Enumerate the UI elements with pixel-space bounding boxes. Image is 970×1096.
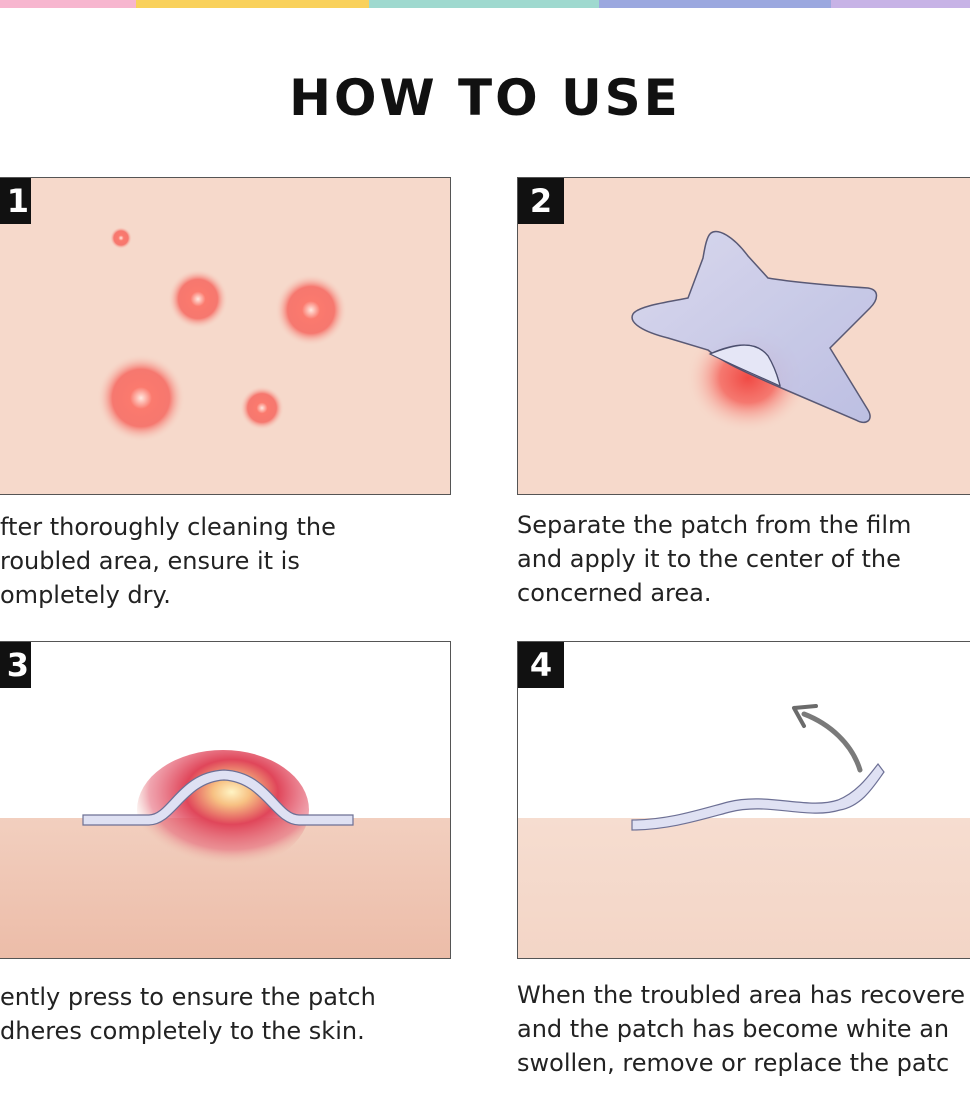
remove-arrow xyxy=(801,711,863,773)
arrow-head-icon xyxy=(792,704,818,728)
step-number-badge: 4 xyxy=(518,642,564,688)
patch-application-illustration xyxy=(631,230,878,433)
step-1-caption: fter thoroughly cleaning the roubled are… xyxy=(0,513,336,609)
peeled-patch xyxy=(631,763,885,831)
pimple-medium-right xyxy=(275,274,347,346)
pimple-tiny xyxy=(110,227,132,249)
page-title: HOW TO USE xyxy=(289,69,681,127)
patch-peel-flap xyxy=(708,344,781,388)
strip-segment-teal xyxy=(369,0,599,8)
star-patch xyxy=(631,230,878,424)
skin-layer xyxy=(518,818,970,958)
strip-segment-blue xyxy=(599,0,831,8)
step-3-illustration: 3 xyxy=(0,641,451,959)
step-2-illustration: 2 xyxy=(517,177,970,495)
patch-removal-illustration xyxy=(518,704,970,958)
inflamed-bump xyxy=(137,750,309,870)
strip-segment-pink xyxy=(0,0,136,8)
patch-film xyxy=(82,769,354,826)
pimples-illustration xyxy=(97,227,347,442)
step-1-illustration: 1 xyxy=(0,177,451,495)
strip-segment-yellow xyxy=(136,0,369,8)
step-3-caption: ently press to ensure the patch dheres c… xyxy=(0,983,376,1045)
pimple-medium xyxy=(168,269,228,329)
step-number-badge: 1 xyxy=(0,178,31,224)
step-number-badge: 3 xyxy=(0,642,31,688)
step-2-caption: Separate the patch from the film and app… xyxy=(517,511,912,607)
pimple-large xyxy=(97,354,185,442)
strip-segment-lavender xyxy=(831,0,970,8)
step-number-badge: 2 xyxy=(518,178,564,224)
patch-pressed-illustration xyxy=(0,750,450,958)
top-color-strip xyxy=(0,0,970,8)
step-4-caption: When the troubled area has recovere and … xyxy=(517,981,965,1077)
pimple-small xyxy=(240,386,284,430)
step-4-illustration: 4 xyxy=(517,641,970,959)
